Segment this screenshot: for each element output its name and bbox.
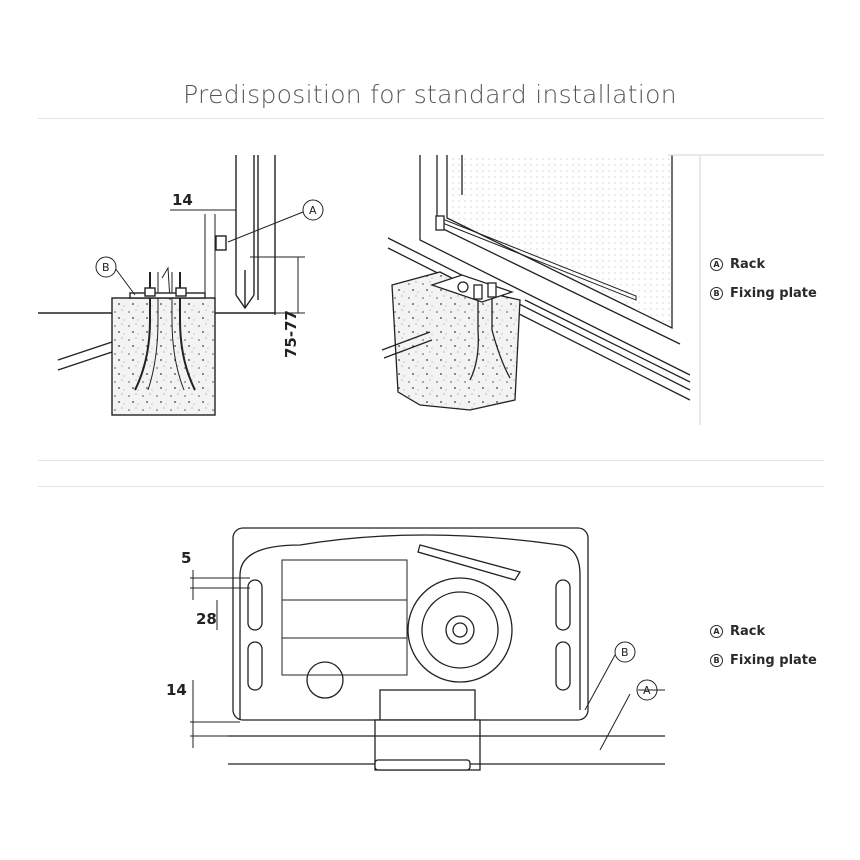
legend-bottom: A Rack B Fixing plate	[710, 624, 817, 682]
legend-label: Rack	[730, 257, 766, 272]
legend-label: Fixing plate	[730, 286, 817, 301]
dim-offset-label: 14	[172, 191, 193, 209]
legend-item: B Fixing plate	[710, 653, 817, 668]
divider	[38, 118, 824, 119]
dim-14-label: 14	[166, 681, 187, 699]
legend-label: Fixing plate	[730, 653, 817, 668]
dim-28-label: 28	[196, 610, 217, 628]
legend-item: A Rack	[710, 257, 817, 272]
legend-item: A Rack	[710, 624, 817, 639]
legend-letter: B	[710, 287, 723, 300]
callout-a: A	[309, 204, 317, 217]
perspective-view-drawing	[381, 154, 824, 425]
legend-item: B Fixing plate	[710, 286, 817, 301]
legend-letter: A	[710, 258, 723, 271]
legend-label: Rack	[730, 624, 766, 639]
legend-top: A Rack B Fixing plate	[710, 257, 817, 315]
page-title: Predisposition for standard installation	[183, 80, 677, 109]
legend-letter: A	[710, 625, 723, 638]
dim-height-label: 75-77	[282, 310, 300, 358]
section-view-drawing	[38, 155, 324, 416]
legend-letter: B	[710, 654, 723, 667]
callout-a: A	[643, 684, 651, 697]
callout-b: B	[102, 261, 110, 274]
plan-view-drawing	[190, 527, 665, 771]
divider	[38, 486, 824, 487]
callout-b: B	[621, 646, 629, 659]
dim-5-label: 5	[181, 549, 191, 567]
divider	[38, 460, 824, 461]
